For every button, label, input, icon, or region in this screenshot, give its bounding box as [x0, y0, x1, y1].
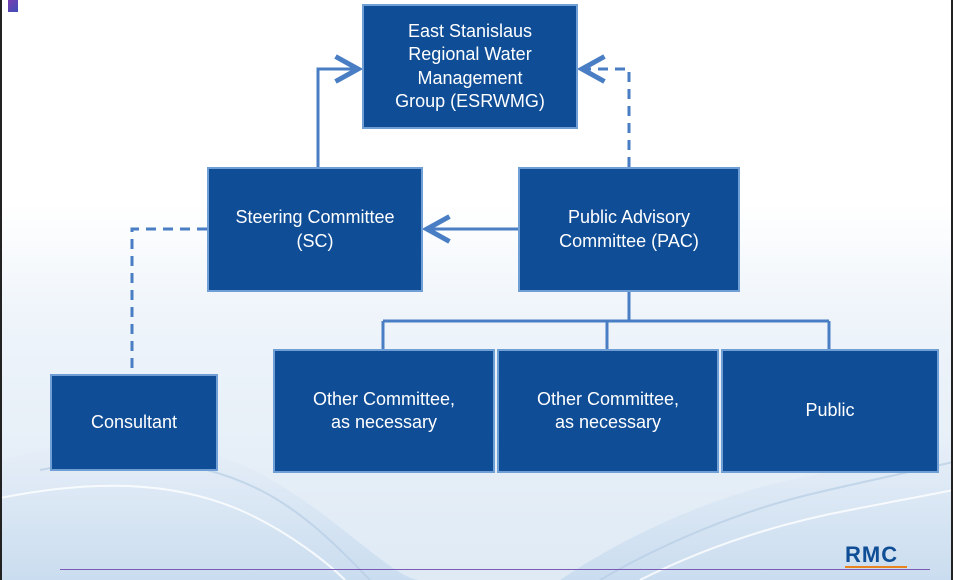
edge-sc-to-consultant	[130, 227, 207, 374]
edge-sc-to-esrwmg	[316, 69, 358, 167]
corner-accent	[8, 0, 18, 12]
node-esrwmg: East Stanislaus Regional Water Managemen…	[362, 4, 578, 129]
edge-pac-to-esrwmg	[582, 69, 631, 167]
logo-underline	[845, 566, 907, 568]
rmc-logo: RMC	[845, 542, 899, 567]
node-public-advisory-committee: Public Advisory Committee (PAC)	[518, 167, 740, 292]
left-border	[0, 0, 2, 580]
footer-line	[60, 569, 930, 570]
node-other-committee-1: Other Committee, as necessary	[273, 349, 495, 473]
node-consultant: Consultant	[50, 374, 218, 471]
right-border	[951, 0, 953, 580]
node-steering-committee: Steering Committee (SC)	[207, 167, 423, 292]
node-other-committee-2: Other Committee, as necessary	[497, 349, 719, 473]
node-public: Public	[721, 349, 939, 473]
